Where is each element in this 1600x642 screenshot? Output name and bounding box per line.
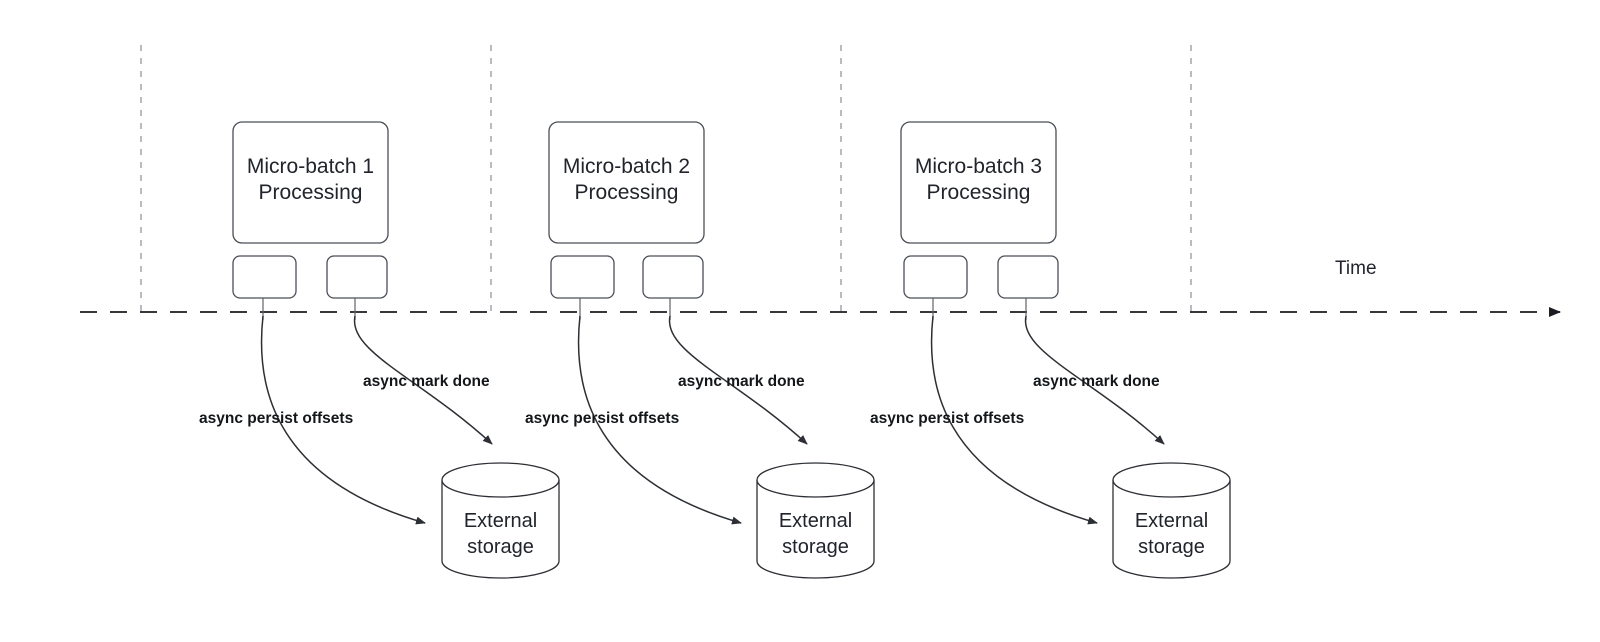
micro-batch-1-group: Micro-batch 1 Processing async persist o…: [199, 121, 560, 579]
external-storage-3-body: [1112, 480, 1231, 579]
external-storage-2[interactable]: External storage: [756, 462, 875, 579]
boundary-guides: [140, 45, 1192, 312]
external-storage-1-top: [441, 462, 560, 498]
external-storage-2-body: [756, 480, 875, 579]
persist-offsets-task-1[interactable]: [232, 255, 297, 299]
micro-batch-1-label-line2: Processing: [259, 181, 363, 204]
micro-batch-2-label-line2: Processing: [575, 181, 679, 204]
micro-batch-2-label-line1: Micro-batch 2: [563, 155, 690, 178]
external-storage-1-body: [441, 480, 560, 579]
time-axis: Time: [80, 258, 1561, 317]
edge-label-persist-1: async persist offsets: [199, 410, 353, 427]
micro-batch-2-box[interactable]: [548, 121, 705, 244]
external-storage-3-label-line2: storage: [1138, 536, 1205, 558]
persist-offsets-task-2[interactable]: [550, 255, 615, 299]
external-storage-1-label-line1: External: [464, 510, 537, 532]
edge-persist-1: [260, 315, 426, 525]
external-storage-2-label-line1: External: [779, 510, 852, 532]
external-storage-3-top: [1112, 462, 1231, 498]
edge-persist-3: [930, 315, 1098, 525]
edge-label-markdone-1: async mark done: [363, 373, 490, 390]
persist-offsets-task-3[interactable]: [903, 255, 968, 299]
external-storage-2-label-line2: storage: [782, 536, 849, 558]
mark-done-task-1[interactable]: [326, 255, 388, 299]
micro-batch-2-group: Micro-batch 2 Processing async persist o…: [525, 121, 875, 579]
micro-batch-3-box[interactable]: [900, 121, 1057, 244]
edge-label-persist-2: async persist offsets: [525, 410, 679, 427]
mark-done-task-3[interactable]: [997, 255, 1059, 299]
edge-markdone-1: [353, 315, 493, 445]
edge-label-markdone-2: async mark done: [678, 373, 805, 390]
edge-persist-2: [577, 315, 742, 525]
external-storage-2-top: [756, 462, 875, 498]
micro-batch-1-box[interactable]: [232, 121, 389, 244]
external-storage-3-label-line1: External: [1135, 510, 1208, 532]
micro-batch-3-group: Micro-batch 3 Processing async persist o…: [870, 121, 1231, 579]
edge-label-markdone-3: async mark done: [1033, 373, 1160, 390]
time-axis-label: Time: [1335, 258, 1377, 279]
micro-batch-1-label-line1: Micro-batch 1: [247, 155, 374, 178]
micro-batch-3-label-line1: Micro-batch 3: [915, 155, 1042, 178]
external-storage-3[interactable]: External storage: [1112, 462, 1231, 579]
edge-markdone-2: [668, 315, 808, 445]
mark-done-task-2[interactable]: [642, 255, 704, 299]
micro-batch-3-label-line2: Processing: [927, 181, 1031, 204]
edge-markdone-3: [1024, 315, 1165, 445]
external-storage-1-label-line2: storage: [467, 536, 534, 558]
edge-label-persist-3: async persist offsets: [870, 410, 1024, 427]
external-storage-1[interactable]: External storage: [441, 462, 560, 579]
